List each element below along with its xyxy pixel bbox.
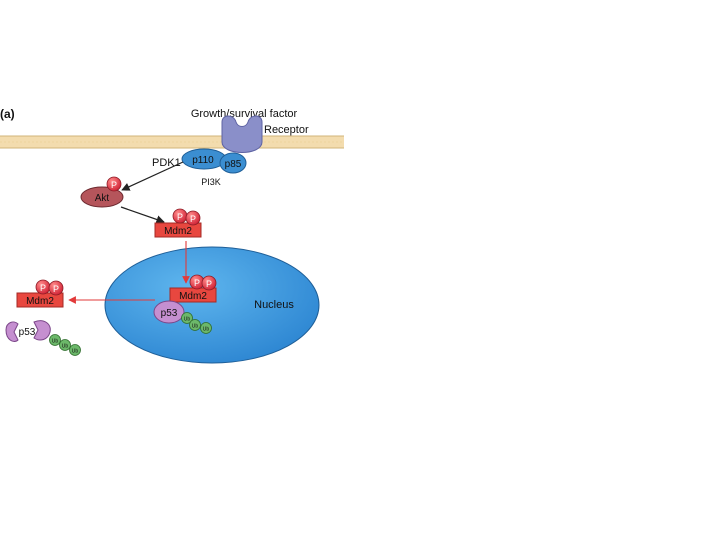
ub-degraded-1: Ub [52,339,59,345]
mdm2-cytoplasm-p1: P [177,212,183,222]
ub-degraded-2: Ub [62,344,69,350]
p53-degraded-label: p53 [19,327,36,338]
mdm2-left-p2: P [53,284,59,294]
ub-nucleus-1: Ub [184,317,191,323]
growth-factor-label: Growth/survival factor [191,108,298,120]
p53-nucleus-label: p53 [161,308,178,319]
ub-degraded-3: Ub [72,349,79,355]
arrow-akt-to-mdm2 [120,206,165,224]
p53-degraded: p53 Ub Ub Ub [5,320,81,356]
akt-phospho-label: P [111,180,117,190]
mdm2-nucleus: Mdm2 P P [169,274,217,303]
mdm2-left-p1: P [40,283,46,293]
panel-label: (a) [0,107,15,121]
pi3k-label: PI3K [201,177,221,187]
p85-label: p85 [225,159,242,170]
pi3k-complex: p110 p85 PI3K [181,148,247,187]
receptor-shape [221,115,263,153]
mdm2-cytoplasm: Mdm2 P P [154,208,202,238]
mdm2-nucleus-p1: P [194,278,200,288]
cell-membrane [0,135,344,149]
mdm2-nucleus-p2: P [206,279,212,289]
mdm2-cytoplasm-p2: P [190,214,196,224]
mdm2-left-label: Mdm2 [26,296,54,307]
arrow-pi3k-to-akt [121,161,184,191]
pdk1-label: PDK1 [152,157,181,169]
nucleus [104,246,320,364]
nucleus-label: Nucleus [254,299,294,311]
mdm2-nucleus-label: Mdm2 [179,291,207,302]
p53-nucleus: p53 Ub Ub Ub [153,300,212,334]
akt-node: Akt P [80,176,124,208]
p110-label: p110 [192,155,214,166]
akt-label: Akt [95,193,110,204]
mdm2-cytoplasm-label: Mdm2 [164,226,192,237]
receptor-label: Receptor [264,124,309,136]
mdm2-left: Mdm2 P P [16,279,64,308]
ub-nucleus-3: Ub [203,327,210,333]
ub-nucleus-2: Ub [192,324,199,330]
